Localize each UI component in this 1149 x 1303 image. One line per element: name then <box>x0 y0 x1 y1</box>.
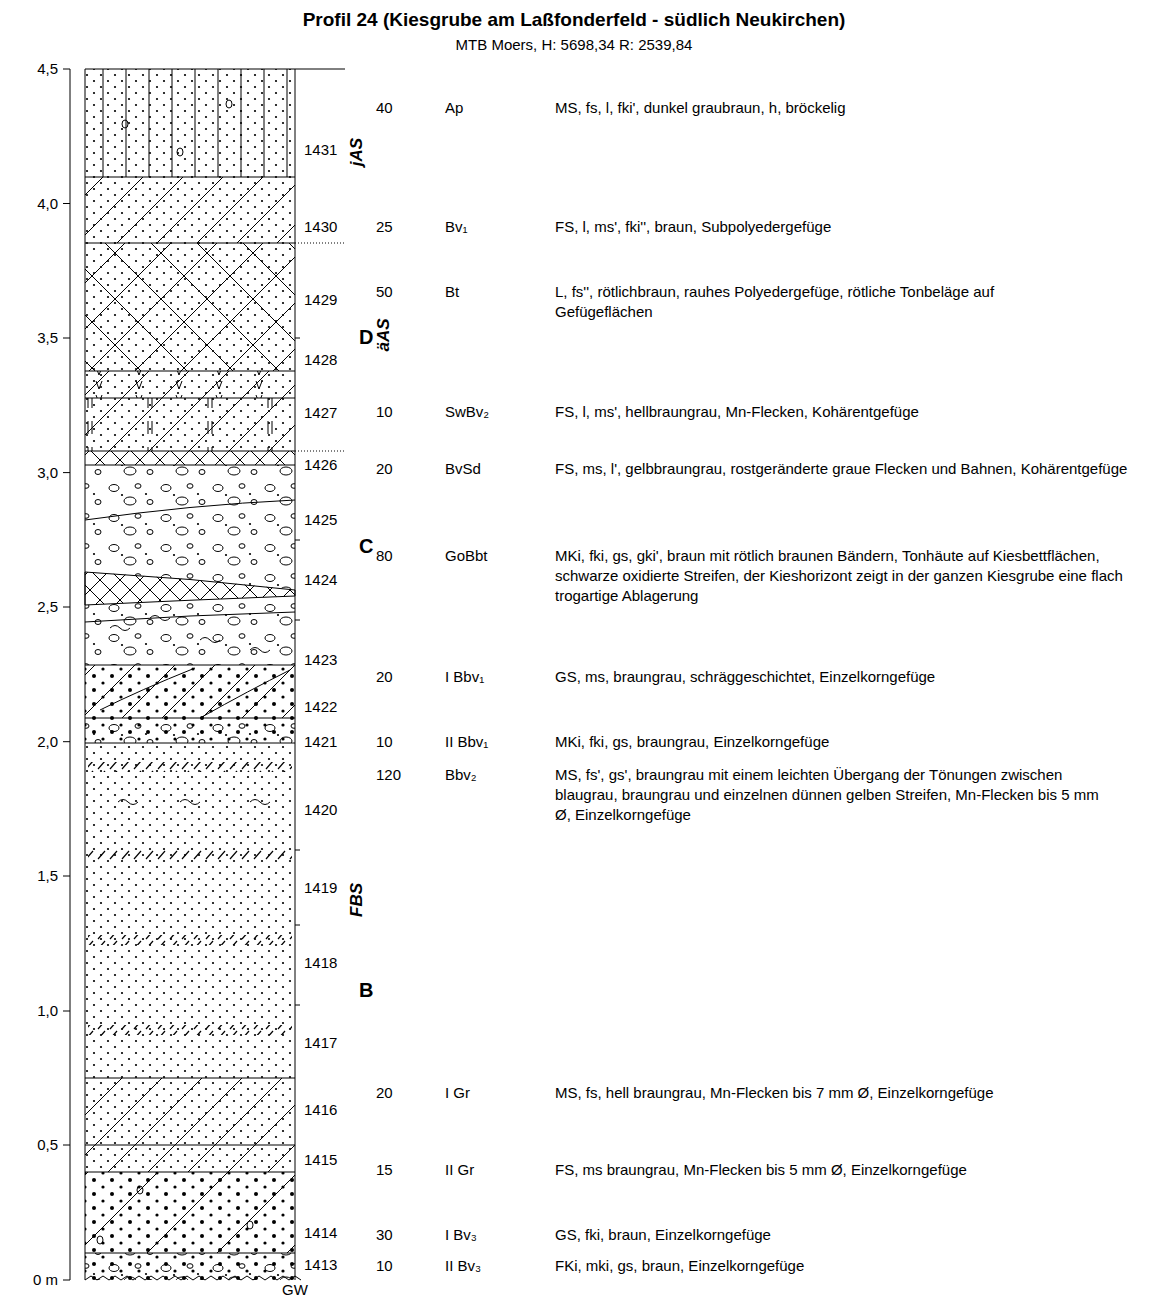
horizon-symbol: II Gr <box>445 1160 474 1180</box>
sample-number: 1426 <box>304 455 337 475</box>
sample-number: 1429 <box>304 290 337 310</box>
layer-description: FS, l, ms', fki'', braun, Subpolyedergef… <box>555 217 1145 237</box>
horizon-symbol: I Gr <box>445 1083 470 1103</box>
layer-description: MKi, fki, gs, gki', braun mit rötlich br… <box>555 546 1130 606</box>
sample-number: 1416 <box>304 1100 337 1120</box>
thickness-cm: 20 <box>376 1083 393 1103</box>
layer-description: FKi, mki, gs, braun, Einzelkorngefüge <box>555 1256 1145 1276</box>
sample-number: 1427 <box>304 403 337 423</box>
sample-number: 1420 <box>304 800 337 820</box>
sample-number: 1423 <box>304 650 337 670</box>
horizon-symbol: Bv₁ <box>445 217 468 237</box>
axis-tick-label: 3,0 <box>37 463 58 483</box>
sample-number: 1431 <box>304 140 337 160</box>
horizon-symbol: I Bv₃ <box>445 1225 477 1245</box>
diagram-title: Profil 24 (Kiesgrube am Laßfonderfeld - … <box>303 8 846 32</box>
thickness-cm: 80 <box>376 546 393 566</box>
layer-description: FS, l, ms', hellbraungrau, Mn-Flecken, K… <box>555 402 1015 422</box>
layer-description: GS, ms, braungrau, schräggeschichtet, Ei… <box>555 667 1145 687</box>
thickness-cm: 120 <box>376 765 401 785</box>
horizon-symbol: I Bbv₁ <box>445 667 484 687</box>
thickness-cm: 10 <box>376 732 393 752</box>
sample-number: 1414 <box>304 1223 337 1243</box>
axis-tick-label: 4,5 <box>37 59 58 79</box>
thickness-cm: 30 <box>376 1225 393 1245</box>
layer-description: L, fs'', rötlichbraun, rauhes Polyederge… <box>555 282 1095 322</box>
axis-tick-label: 3,5 <box>37 328 58 348</box>
layer-description: MS, fs', gs', braungrau mit einem leicht… <box>555 765 1115 825</box>
unit-letter: D <box>359 325 373 349</box>
sample-number: 1419 <box>304 878 337 898</box>
horizon-symbol: GoBbt <box>445 546 488 566</box>
thickness-cm: 15 <box>376 1160 393 1180</box>
sample-number: 1428 <box>304 350 337 370</box>
sample-number: 1422 <box>304 697 337 717</box>
sample-number: 1417 <box>304 1033 337 1053</box>
sample-number: 1425 <box>304 510 337 530</box>
axis-tick-label: 2,5 <box>37 597 58 617</box>
layer-description: MS, fs, hell braungrau, Mn-Flecken bis 7… <box>555 1083 1075 1103</box>
horizon-symbol: Ap <box>445 98 463 118</box>
axis-tick-label: 4,0 <box>37 194 58 214</box>
stratigraphy-label: jAS <box>347 138 367 166</box>
thickness-cm: 25 <box>376 217 393 237</box>
thickness-cm: 40 <box>376 98 393 118</box>
thickness-cm: 50 <box>376 282 393 302</box>
sample-number: 1430 <box>304 217 337 237</box>
axis-tick-label: 1,5 <box>37 866 58 886</box>
horizon-symbol: Bt <box>445 282 459 302</box>
layer-description: FS, ms, l', gelbbraungrau, rostgerändert… <box>555 459 1145 479</box>
layer-description: GS, fki, braun, Einzelkorngefüge <box>555 1225 1145 1245</box>
thickness-cm: 10 <box>376 402 393 422</box>
horizon-symbol: SwBv₂ <box>445 402 489 422</box>
thickness-cm: 20 <box>376 459 393 479</box>
note-label: GW <box>282 1280 308 1300</box>
horizon-symbol: Bbv₂ <box>445 765 477 785</box>
sample-number: 1413 <box>304 1255 337 1275</box>
horizon-symbol: BvSd <box>445 459 481 479</box>
sample-number: 1421 <box>304 732 337 752</box>
thickness-cm: 20 <box>376 667 393 687</box>
sample-number: 1418 <box>304 953 337 973</box>
axis-tick-label: 2,0 <box>37 732 58 752</box>
sample-number: 1415 <box>304 1150 337 1170</box>
layer-description: FS, ms braungrau, Mn-Flecken bis 5 mm Ø,… <box>555 1160 1035 1180</box>
horizon-symbol: II Bbv₁ <box>445 732 488 752</box>
stratigraphy-label: FBS <box>347 883 367 917</box>
axis-tick-label: 0 m <box>33 1270 58 1290</box>
axis-tick-label: 1,0 <box>37 1001 58 1021</box>
depth-axis <box>63 69 70 1280</box>
thickness-cm: 10 <box>376 1256 393 1276</box>
note-label: MTB Moers, H: 5698,34 R: 2539,84 <box>456 35 693 55</box>
unit-letter: C <box>359 534 373 558</box>
layer-description: MS, fs, l, fki', dunkel graubraun, h, br… <box>555 98 1145 118</box>
unit-letter: B <box>359 978 373 1002</box>
layer-description: MKi, fki, gs, braungrau, Einzelkorngefüg… <box>555 732 1145 752</box>
sample-number: 1424 <box>304 570 337 590</box>
layer-boundaries <box>85 69 345 1280</box>
horizon-symbol: II Bv₃ <box>445 1256 481 1276</box>
stratigraphy-label: äAS <box>374 318 394 351</box>
axis-tick-label: 0,5 <box>37 1135 58 1155</box>
